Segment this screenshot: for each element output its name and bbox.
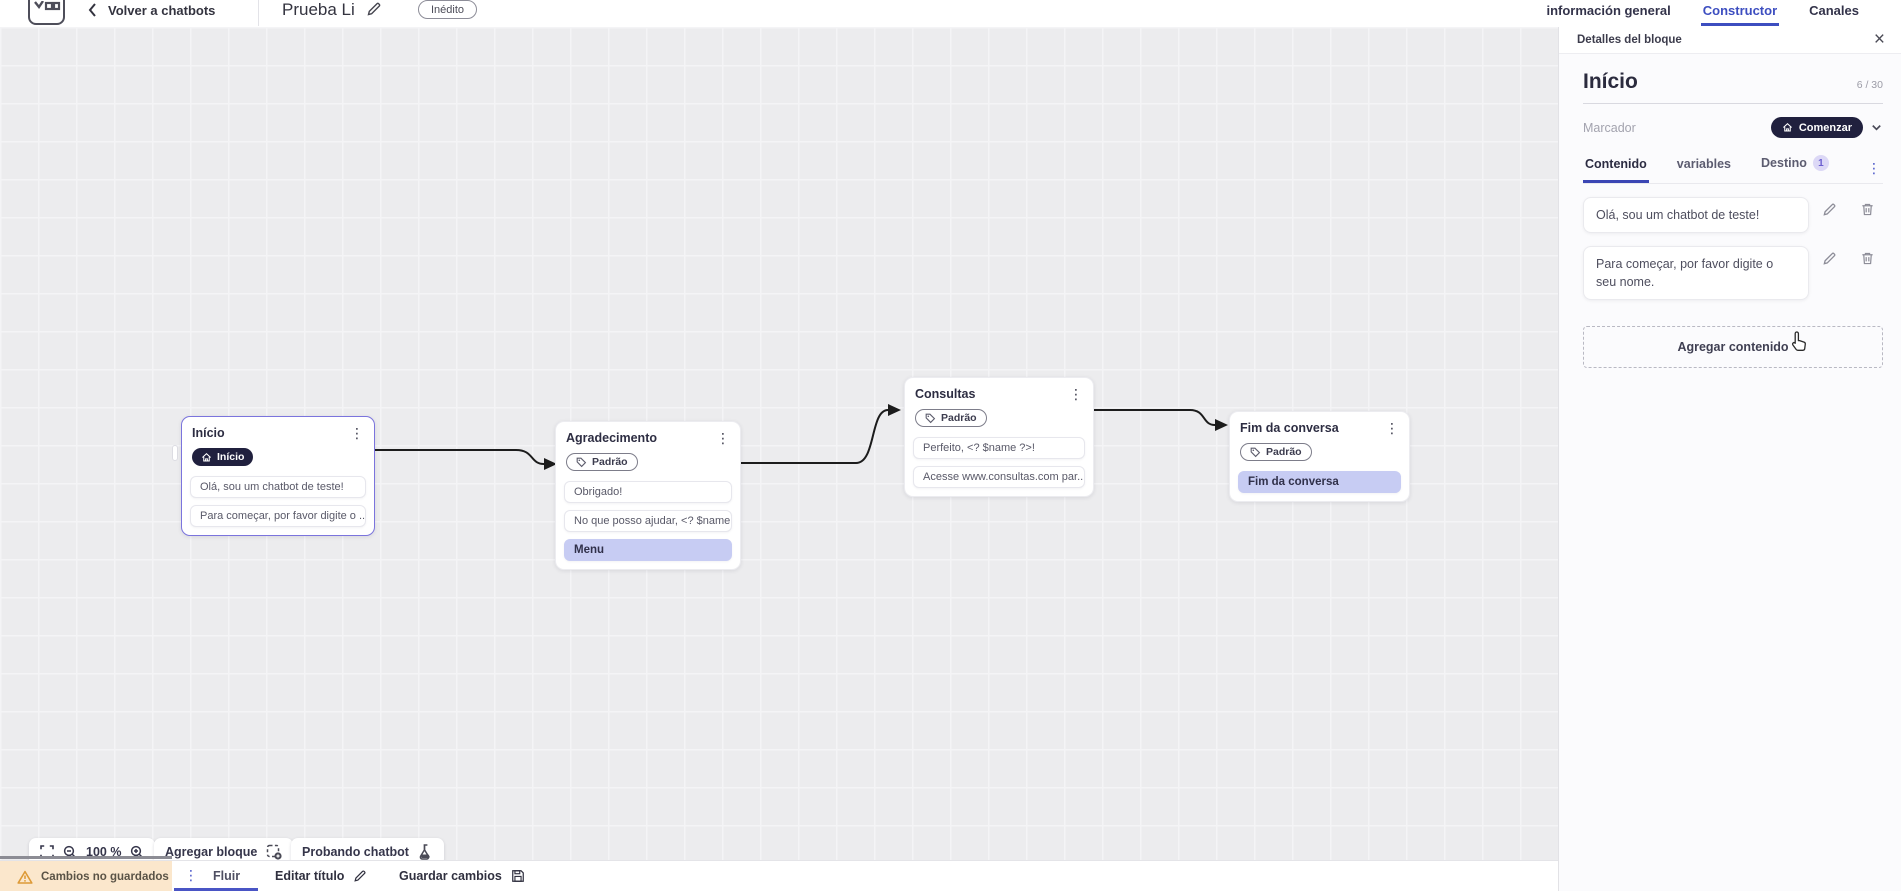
node-menu-kebab-icon[interactable]: ⋮ xyxy=(1385,420,1399,436)
node-type-badge: Padrão xyxy=(915,409,987,427)
node-start-badge: Início xyxy=(192,448,254,466)
tab-informacion-general[interactable]: información general xyxy=(1546,3,1671,18)
add-block-icon xyxy=(267,844,282,860)
tag-icon xyxy=(925,413,936,423)
trash-icon[interactable] xyxy=(1860,202,1875,217)
node-inicio[interactable]: Início ⋮ Início Olá, sou um chatbot de t… xyxy=(181,416,375,536)
node-type-badge: Padrão xyxy=(566,453,638,471)
node-message-row[interactable]: Perfeito, <? $name ?>! xyxy=(913,437,1085,459)
connector-port[interactable] xyxy=(172,445,178,461)
save-icon xyxy=(511,870,524,882)
add-content-button[interactable]: Agregar contenido xyxy=(1583,326,1883,369)
node-menu-kebab-icon[interactable]: ⋮ xyxy=(1069,386,1083,402)
node-message-row[interactable]: Obrigado! xyxy=(564,481,732,503)
flow-tab[interactable]: Fluir xyxy=(213,869,241,883)
node-message-row[interactable]: Para começar, por favor digite o ... xyxy=(190,505,366,527)
tag-icon xyxy=(1250,447,1261,457)
flask-icon xyxy=(419,844,430,860)
chatbot-title: Prueba Li xyxy=(282,0,355,19)
content-text-card[interactable]: Olá, sou um chatbot de teste! xyxy=(1583,197,1809,234)
block-details-panel: Detalles del bloque × Início 6 / 30 Marc… xyxy=(1558,27,1901,891)
content-item: Para começar, por favor digite o seu nom… xyxy=(1583,246,1883,301)
header-divider xyxy=(258,0,259,26)
home-icon xyxy=(1782,123,1792,132)
close-icon[interactable]: × xyxy=(1873,29,1885,50)
chevron-down-icon[interactable] xyxy=(1870,121,1883,134)
node-title: Fim da conversa xyxy=(1240,421,1339,435)
node-fim-da-conversa[interactable]: Fim da conversa ⋮ Padrão Fim da conversa xyxy=(1229,411,1410,502)
test-chatbot-label: Probando chatbot xyxy=(302,845,409,859)
flow-canvas[interactable]: Início ⋮ Início Olá, sou um chatbot de t… xyxy=(0,27,1558,873)
node-title: Início xyxy=(192,426,225,440)
trash-icon[interactable] xyxy=(1860,251,1875,266)
unsaved-changes-label: Cambios no guardados xyxy=(41,870,169,883)
node-menu-kebab-icon[interactable]: ⋮ xyxy=(350,425,364,441)
panel-tabs: Contenido variables Destino 1 ⋮ xyxy=(1583,155,1883,184)
char-counter: 6 / 30 xyxy=(1856,79,1883,91)
tab-destino[interactable]: Destino 1 xyxy=(1759,155,1831,183)
node-message-row[interactable]: Acesse www.consultas.com par... xyxy=(913,466,1085,488)
marker-select[interactable]: Comenzar xyxy=(1770,117,1863,138)
content-item: Olá, sou um chatbot de teste! xyxy=(1583,197,1883,234)
tab-constructor[interactable]: Constructor xyxy=(1700,0,1780,26)
node-menu-kebab-icon[interactable]: ⋮ xyxy=(716,430,730,446)
panel-kebab-icon[interactable]: ⋮ xyxy=(1867,160,1881,176)
chevron-left-icon xyxy=(88,3,96,17)
add-block-label: Agregar bloque xyxy=(165,845,258,859)
tab-canales[interactable]: Canales xyxy=(1809,3,1859,18)
panel-title: Detalles del bloque xyxy=(1577,34,1682,46)
pencil-icon[interactable] xyxy=(1822,251,1837,266)
marker-label: Marcador xyxy=(1583,120,1636,135)
destino-count-badge: 1 xyxy=(1812,155,1829,171)
canvas-scrollbar-segment[interactable] xyxy=(0,856,172,859)
content-text-card[interactable]: Para começar, por favor digite o seu nom… xyxy=(1583,246,1809,301)
edit-title-button[interactable]: Editar título xyxy=(275,869,367,883)
bottom-bar: Cambios no guardados ⋮ Fluir Editar títu… xyxy=(0,860,1558,891)
pencil-icon xyxy=(354,870,366,882)
marker-row: Marcador Comenzar xyxy=(1583,117,1883,138)
edit-title-icon[interactable] xyxy=(366,1,382,22)
node-menu-row[interactable]: Menu xyxy=(564,539,732,561)
back-label: Volver a chatbots xyxy=(108,2,216,18)
node-type-badge: Padrão xyxy=(1240,443,1312,461)
node-consultas[interactable]: Consultas ⋮ Padrão Perfeito, <? $name ?>… xyxy=(904,377,1094,497)
save-changes-button[interactable]: Guardar cambios xyxy=(399,869,525,883)
block-name-field[interactable]: Início 6 / 30 xyxy=(1583,70,1883,104)
fit-screen-icon[interactable] xyxy=(40,845,54,859)
panel-header: Detalles del bloque × xyxy=(1559,27,1901,54)
node-end-row[interactable]: Fim da conversa xyxy=(1238,471,1401,493)
node-message-row[interactable]: No que posso ajudar, <? $name ... xyxy=(564,510,732,532)
tag-icon xyxy=(576,457,587,467)
zoom-level: 100 % xyxy=(86,845,122,859)
node-title: Consultas xyxy=(915,387,976,401)
flow-kebab-icon[interactable]: ⋮ xyxy=(184,867,198,883)
main-nav-tabs: información general Constructor Canales xyxy=(1544,0,1861,27)
unsaved-changes-chip: Cambios no guardados xyxy=(0,861,172,891)
top-bar: Volver a chatbots Prueba Li Inédito info… xyxy=(0,0,1901,27)
flow-tab-underline xyxy=(174,888,258,891)
node-message-row[interactable]: Olá, sou um chatbot de teste! xyxy=(190,476,366,498)
app-logo xyxy=(28,0,65,25)
back-to-chatbots-button[interactable]: Volver a chatbots xyxy=(86,2,215,18)
node-title: Agradecimento xyxy=(566,431,657,445)
warning-icon xyxy=(17,870,33,884)
tab-variables[interactable]: variables xyxy=(1676,157,1732,171)
logo-icon xyxy=(34,1,61,11)
pencil-icon[interactable] xyxy=(1822,202,1837,217)
node-agradecimento[interactable]: Agradecimento ⋮ Padrão Obrigado! No que … xyxy=(555,421,741,570)
status-badge: Inédito xyxy=(418,0,478,19)
tab-contenido[interactable]: Contenido xyxy=(1583,157,1649,183)
block-name[interactable]: Início xyxy=(1583,70,1638,93)
home-icon xyxy=(202,452,211,461)
